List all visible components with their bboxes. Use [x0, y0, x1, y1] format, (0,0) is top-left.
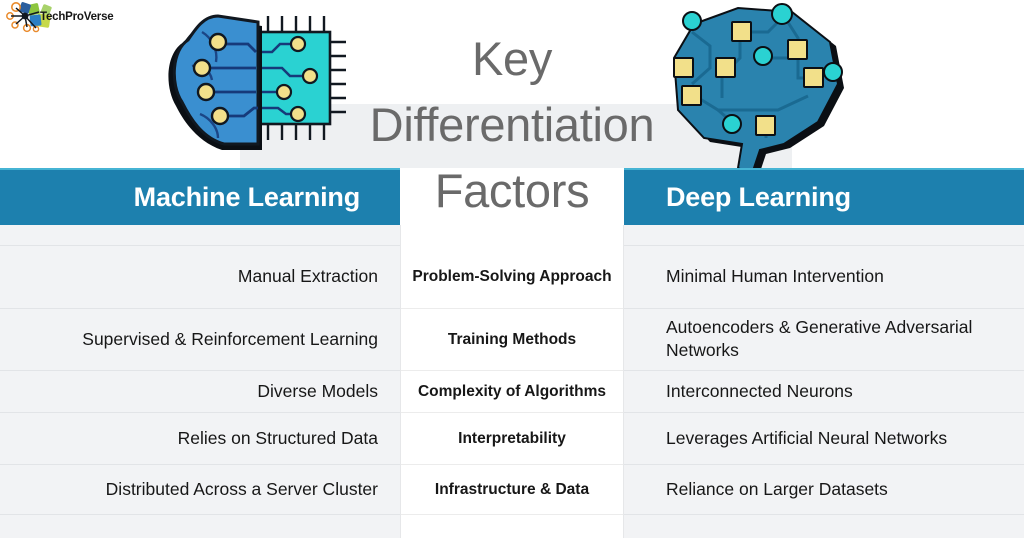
row-divider [0, 464, 400, 465]
table-row: Minimal Human Intervention [666, 266, 884, 286]
table-row: Diverse Models [257, 380, 378, 401]
column-header-deep-learning-label: Deep Learning [666, 182, 851, 212]
column-header-machine-learning: Machine Learning [0, 168, 400, 225]
row-divider [624, 514, 1024, 515]
brand-logo: TechProVerse [6, 2, 118, 34]
table-row: Problem-Solving Approach [412, 268, 612, 285]
row-divider [624, 412, 1024, 413]
comparison-table: Manual Extraction Problem-Solving Approa… [0, 225, 1024, 538]
brand-name: TechProVerse [40, 11, 114, 23]
row-divider [401, 370, 623, 371]
row-divider [401, 514, 623, 515]
table-row: Manual Extraction [237, 266, 378, 286]
row-divider [401, 308, 623, 309]
row-divider [0, 514, 400, 515]
table-row: Complexity of Algorithms [417, 382, 607, 400]
column-header-machine-learning-label: Machine Learning [133, 182, 361, 212]
column-factors [401, 225, 623, 538]
row-divider [401, 464, 623, 465]
row-divider [624, 370, 1024, 371]
row-divider [624, 464, 1024, 465]
row-divider [624, 308, 1024, 309]
page-title-line-1: Key [471, 32, 553, 85]
column-divider-right [623, 225, 624, 538]
row-divider [0, 308, 400, 309]
row-divider [401, 412, 623, 413]
column-deep-learning [624, 225, 1024, 538]
table-row: Infrastructure & Data [434, 480, 590, 498]
brain-microchip-illustration [158, 6, 354, 166]
brain-circuit-icon [672, 3, 844, 178]
column-divider-left [400, 225, 401, 538]
table-row: Leverages Artificial Neural Networks [666, 427, 948, 448]
table-row: Reliance on Larger Datasets [666, 478, 888, 499]
brain-circuit-illustration [648, 2, 860, 182]
brain-microchip-icon [168, 14, 346, 150]
network-nodes-logo-icon [6, 2, 52, 33]
table-row: Interconnected Neurons [666, 380, 853, 401]
row-divider [0, 412, 400, 413]
table-row: Autoencoders & Generative Adversarial Ne… [666, 317, 973, 360]
row-divider [0, 370, 400, 371]
table-row: Distributed Across a Server Cluster [105, 478, 378, 499]
column-header-deep-learning: Deep Learning [624, 168, 1024, 225]
column-machine-learning [0, 225, 400, 538]
table-row: Supervised & Reinforcement Learning [82, 328, 378, 349]
table-row: Training Methods [447, 330, 577, 348]
table-row: Relies on Structured Data [177, 427, 378, 448]
table-row: Interpretability [458, 429, 566, 447]
row-divider [0, 245, 400, 246]
row-divider [624, 245, 1024, 246]
